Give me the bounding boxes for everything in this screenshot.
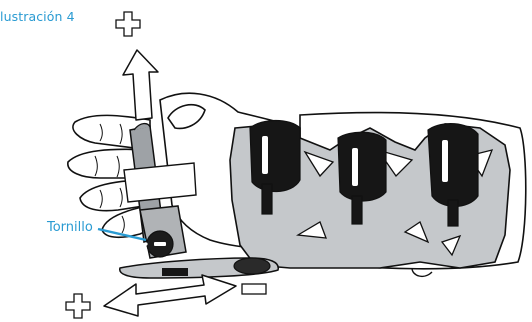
screw-slot [154, 242, 166, 246]
arrow-up-icon [123, 50, 158, 120]
double-arrow-icon [104, 275, 236, 316]
finger-band [124, 163, 196, 202]
base-clip [162, 268, 188, 276]
plus-icon [66, 294, 90, 318]
minus-icon [242, 284, 266, 294]
plus-icon [116, 12, 140, 36]
base-knob [234, 258, 270, 274]
screw-dot [144, 242, 147, 245]
